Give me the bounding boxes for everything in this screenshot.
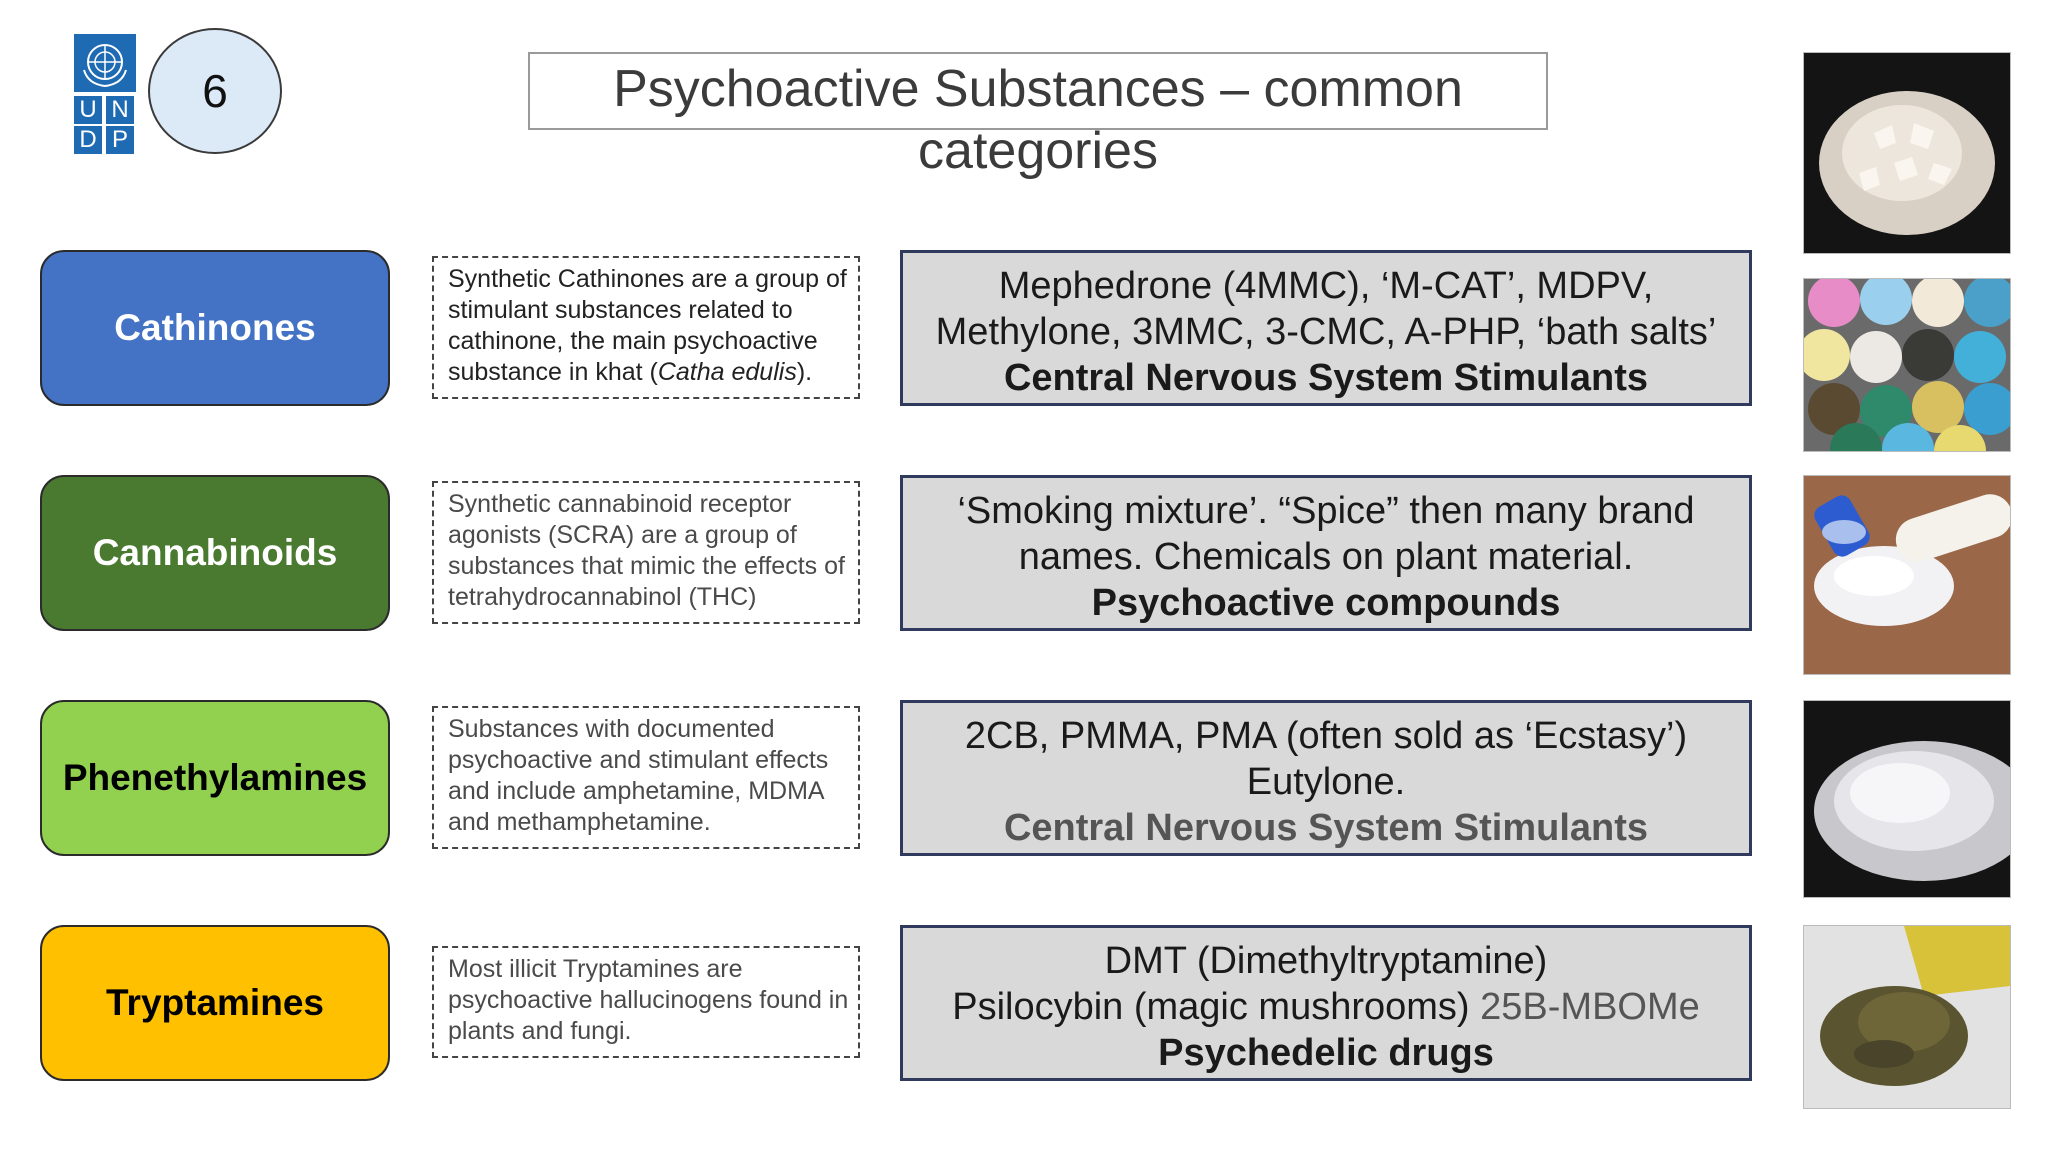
category-cathinones: Cathinones: [40, 250, 390, 406]
definition-italic: Catha edulis: [657, 358, 797, 386]
category-phenethylamines: Phenethylamines: [40, 700, 390, 856]
logo-letter: D: [74, 126, 102, 154]
examples-line: DMT (Dimethyltryptamine): [1104, 940, 1548, 982]
un-emblem-icon: [74, 34, 136, 92]
effect-label: Psychoactive compounds: [1091, 582, 1561, 624]
category-cannabinoids: Cannabinoids: [40, 475, 390, 631]
crystals-photo: [1803, 52, 2011, 254]
definition-phenethylamines: Substances with documented psychoactive …: [432, 706, 860, 849]
white-powder-photo: [1803, 700, 2011, 898]
title-frame: [528, 52, 1548, 130]
examples-text: Psilocybin (magic mushrooms): [952, 986, 1481, 1028]
examples-phenethylamines: 2CB, PMMA, PMA (often sold as ‘Ecstasy’)…: [900, 700, 1752, 856]
examples-line: Mephedrone (4MMC), ‘M-CAT’, MDPV,: [998, 265, 1654, 307]
logo-letter: U: [74, 96, 102, 124]
examples-line: Methylone, 3MMC, 3-CMC, A-PHP, ‘bath sal…: [935, 311, 1717, 353]
examples-line: ‘Smoking mixture’. “Spice” then many bra…: [957, 490, 1695, 532]
examples-line: names. Chemicals on plant material.: [1018, 536, 1634, 578]
examples-line: Eutylone.: [1246, 761, 1406, 803]
pills-photo: [1803, 278, 2011, 452]
effect-label: Psychedelic drugs: [1158, 1032, 1494, 1074]
examples-line: Psilocybin (magic mushrooms) 25B-MBOMe: [903, 984, 1749, 1030]
examples-text-grey: 25B-MBOMe: [1480, 986, 1700, 1028]
logo-letter: N: [106, 96, 134, 124]
definition-text: Synthetic Cathinones are a group of stim…: [448, 265, 847, 386]
logo-letter: P: [106, 126, 134, 154]
page-title: Psychoactive Substances – common categor…: [613, 60, 1463, 180]
definition-cathinones: Synthetic Cathinones are a group of stim…: [432, 256, 860, 399]
examples-line: 2CB, PMMA, PMA (often sold as ‘Ecstasy’): [964, 715, 1688, 757]
definition-text: ).: [796, 358, 813, 386]
powder-capsule-photo: [1803, 475, 2011, 675]
undp-logo: U N D P: [74, 34, 136, 154]
slide-number-badge: 6: [148, 28, 282, 154]
effect-label: Central Nervous System Stimulants: [1003, 807, 1649, 849]
herbal-mixture-photo: [1803, 925, 2011, 1109]
category-tryptamines: Tryptamines: [40, 925, 390, 1081]
examples-cathinones: Mephedrone (4MMC), ‘M-CAT’, MDPV, Methyl…: [900, 250, 1752, 406]
definition-tryptamines: Most illicit Tryptamines are psychoactiv…: [432, 946, 860, 1058]
examples-cannabinoids: ‘Smoking mixture’. “Spice” then many bra…: [900, 475, 1752, 631]
examples-tryptamines: DMT (Dimethyltryptamine) Psilocybin (mag…: [900, 925, 1752, 1081]
definition-cannabinoids: Synthetic cannabinoid receptor agonists …: [432, 481, 860, 624]
effect-label: Central Nervous System Stimulants: [1003, 357, 1649, 399]
